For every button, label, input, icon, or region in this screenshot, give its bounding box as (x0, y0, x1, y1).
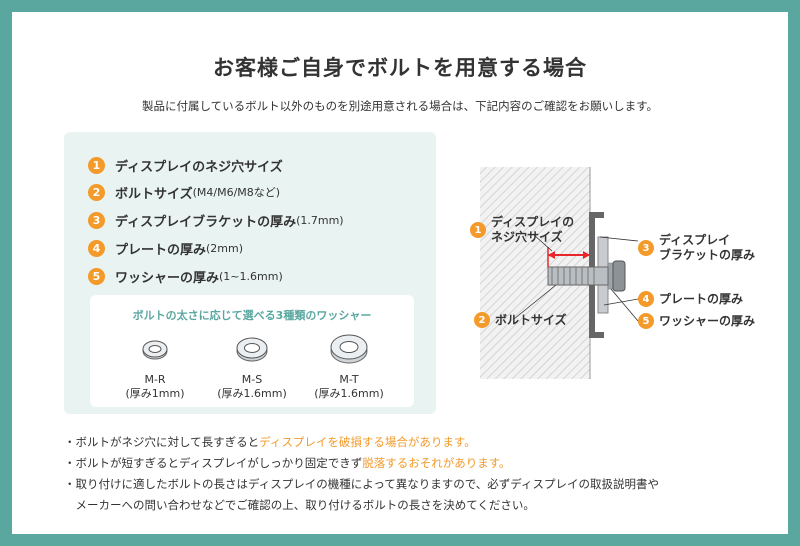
checklist-note: (M4/M6/M8など) (192, 186, 281, 199)
checklist-label: ディスプレイブラケットの厚み (115, 214, 297, 230)
checklist-label: ディスプレイのネジ穴サイズ (115, 159, 283, 175)
diagram-label-line: ボルトサイズ (495, 312, 567, 327)
bolt-cross-section (480, 167, 639, 379)
number-badge: 3 (88, 211, 105, 229)
note-highlight: 脱落するおそれがあります。 (362, 456, 511, 470)
checklist-item-2: 2 ボルトサイズ (M4/M6/M8など) (88, 181, 280, 203)
washer-name: M-S (241, 373, 263, 386)
washer-medium-icon (236, 337, 268, 362)
checklist-note: (1~1.6mm) (219, 269, 283, 283)
number-badge: 1 (470, 222, 486, 238)
washer-m-t: M-T (厚み1.6mm) (304, 331, 394, 401)
content-frame: お客様ご自身でボルトを用意する場合 製品に付属しているボルト以外のものを別途用意… (12, 12, 788, 534)
bolt-head (612, 260, 626, 292)
washer-large-icon (330, 334, 368, 364)
note-text: ・ボルトが短すぎるとディスプレイがしっかり固定できず (64, 456, 363, 470)
checklist-label: ワッシャーの厚み (115, 270, 220, 286)
checklist-label: ボルトサイズ (115, 186, 193, 202)
washer-thickness: (厚み1.6mm) (217, 387, 287, 400)
number-badge: 4 (638, 291, 654, 307)
diagram-label-3: 3 ディスプレイブラケットの厚み (638, 233, 755, 263)
checklist-item-5: 5 ワッシャーの厚み (1~1.6mm) (88, 265, 283, 287)
diagram-label-line: ディスプレイの (491, 215, 575, 229)
checklist-note: (1.7mm) (296, 213, 344, 227)
checklist-panel: 1 ディスプレイのネジ穴サイズ 2 ボルトサイズ (M4/M6/M8など) 3 … (64, 132, 436, 414)
bolt-shaft (547, 266, 609, 286)
washer-small-icon (142, 340, 168, 360)
washer-thickness: (厚み1.6mm) (314, 387, 384, 400)
note-line: メーカーへの問い合わせなどでご確認の上、取り付けるボルトの長さを決めてください。 (64, 495, 764, 516)
washer-m-s: M-S (厚み1.6mm) (207, 331, 297, 401)
number-badge: 3 (638, 240, 654, 256)
diagram-label-line: ディスプレイ (659, 233, 731, 247)
page-subtitle: 製品に付属しているボルト以外のものを別途用意される場合は、下記内容のご確認をお願… (142, 99, 658, 113)
washer-name: M-T (339, 373, 359, 386)
note-highlight: ディスプレイを破損する場合があります。 (259, 435, 476, 449)
washer-part (607, 262, 614, 290)
number-badge: 1 (88, 156, 105, 174)
checklist-item-1: 1 ディスプレイのネジ穴サイズ (88, 154, 283, 176)
number-badge: 2 (88, 183, 105, 201)
diagram-label-2: 2 ボルトサイズ (474, 312, 567, 328)
washer-m-r: M-R (厚み1mm) (110, 331, 200, 401)
note-line: ・ボルトが短すぎるとディスプレイがしっかり固定できず脱落するおそれがあります。 (64, 453, 764, 474)
diagram-label-line: ワッシャーの厚み (659, 313, 756, 328)
checklist-label: プレートの厚み (115, 242, 207, 258)
checklist-item-4: 4 プレートの厚み (2mm) (88, 237, 243, 259)
diagram-label-line: ネジ穴サイズ (491, 230, 563, 244)
washer-options-box: ボルトの太さに応じて選べる3種類のワッシャー M-R (厚み1mm) M-S (… (90, 295, 414, 407)
bolt-diagram: 1 ディスプレイのネジ穴サイズ 2 ボルトサイズ 3 ディスプレイブラケットの厚… (452, 167, 788, 397)
number-badge: 5 (88, 267, 105, 285)
note-text: メーカーへの問い合わせなどでご確認の上、取り付けるボルトの長さを決めてください。 (64, 498, 535, 512)
diagram-label-line: プレートの厚み (659, 291, 744, 306)
washer-thickness: (厚み1mm) (125, 387, 185, 400)
checklist-item-3: 3 ディスプレイブラケットの厚み (1.7mm) (88, 209, 344, 231)
number-badge: 5 (638, 313, 654, 329)
number-badge: 4 (88, 239, 105, 257)
washer-name: M-R (144, 373, 166, 386)
notes-list: ・ボルトがネジ穴に対して長すぎるとディスプレイを破損する場合があります。 ・ボル… (64, 432, 764, 516)
diagram-label-line: ブラケットの厚み (659, 248, 756, 262)
washer-options-title: ボルトの太さに応じて選べる3種類のワッシャー (132, 309, 372, 322)
note-text: ・取り付けに適したボルトの長さはディスプレイの機種によって異なりますので、必ずデ… (64, 477, 660, 491)
diagram-label-4: 4 プレートの厚み (638, 291, 743, 307)
note-line: ・ボルトがネジ穴に対して長すぎるとディスプレイを破損する場合があります。 (64, 432, 764, 453)
depth-arrow (547, 247, 590, 267)
note-text: ・ボルトがネジ穴に対して長すぎると (64, 435, 260, 449)
diagram-label-1: 1 ディスプレイのネジ穴サイズ (470, 215, 574, 245)
number-badge: 2 (474, 312, 490, 328)
diagram-label-5: 5 ワッシャーの厚み (638, 313, 755, 329)
note-line: ・取り付けに適したボルトの長さはディスプレイの機種によって異なりますので、必ずデ… (64, 474, 764, 495)
page-title: お客様ご自身でボルトを用意する場合 (213, 56, 587, 80)
checklist-note: (2mm) (206, 241, 244, 255)
